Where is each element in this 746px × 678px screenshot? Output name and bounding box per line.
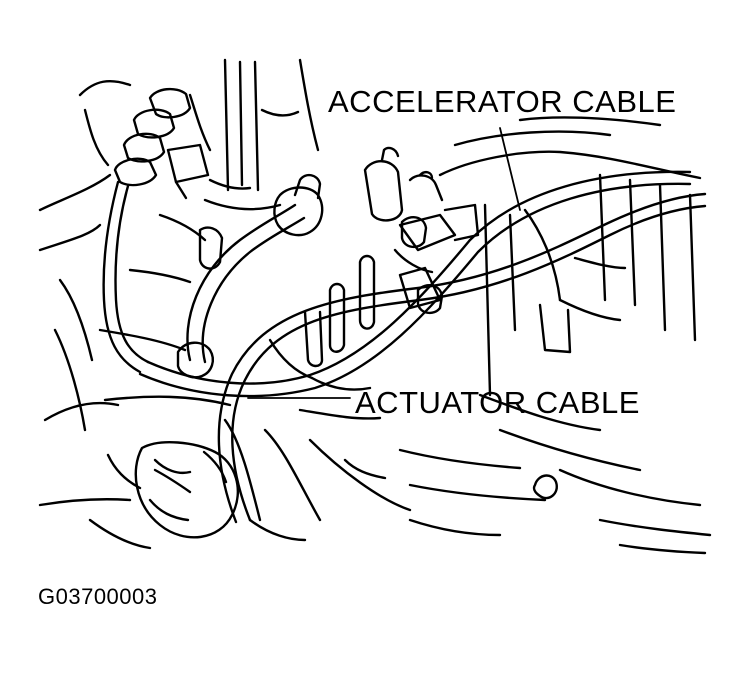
left-cable-connector bbox=[102, 87, 210, 374]
engine-block-outline bbox=[38, 58, 320, 550]
actuator-cable-line bbox=[217, 192, 707, 524]
grommet bbox=[532, 474, 558, 500]
figure-id: G03700003 bbox=[38, 584, 158, 609]
accelerator-cable-label: ACCELERATOR CABLE bbox=[328, 84, 677, 119]
actuator-cable-label: ACTUATOR CABLE bbox=[355, 385, 640, 420]
leader-lines bbox=[247, 127, 521, 399]
accelerator-cable-line bbox=[138, 170, 692, 398]
firewall-plate bbox=[398, 116, 712, 555]
cable-clip-lower bbox=[416, 284, 444, 315]
lower-housing bbox=[223, 408, 412, 542]
cable-clip-upper bbox=[400, 216, 428, 249]
reservoir-cap bbox=[134, 441, 240, 539]
